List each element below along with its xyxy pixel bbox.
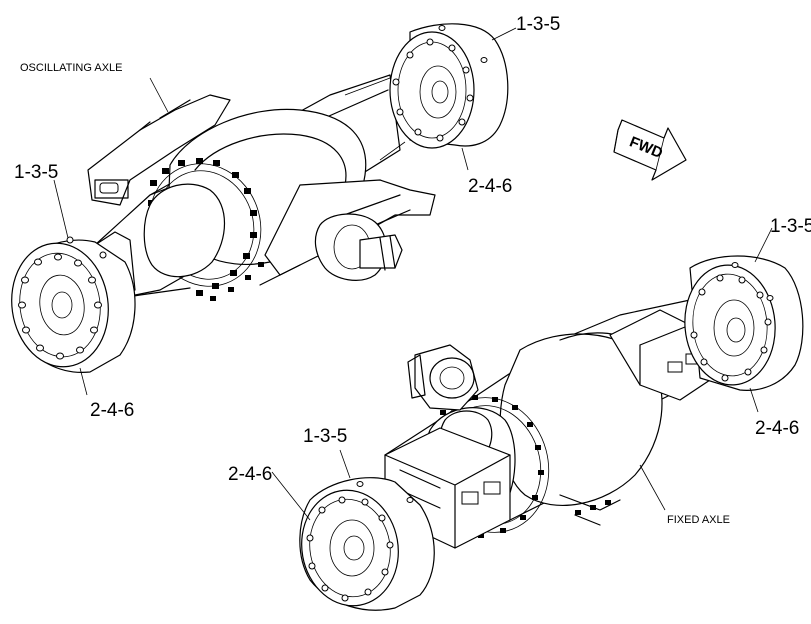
ref-label-135-right: 1-3-5 [770,216,811,237]
ref-label-135-left: 1-3-5 [14,162,58,183]
fixed-axle-label: FIXED AXLE [667,514,730,526]
ref-label-135-bottom: 1-3-5 [303,426,347,447]
fixed-axle [384,299,711,549]
labels: OSCILLATING AXLE FIXED AXLE 1-3-5 2-4-6 … [14,14,811,526]
ref-label-246-left: 2-4-6 [90,400,134,421]
fwd-arrow-icon: FWD [613,119,687,181]
hub-oscillating-left [11,236,136,373]
hub-fixed-right [684,255,804,391]
ref-label-246-bottom: 2-4-6 [228,464,272,485]
oscillating-axle-label: OSCILLATING AXLE [20,62,123,74]
ref-label-246-top-right: 2-4-6 [468,176,512,197]
oscillating-axle [87,74,436,303]
hub-oscillating-right [389,23,509,149]
hub-fixed-left [299,477,435,611]
ref-label-135-top-right: 1-3-5 [516,14,560,35]
leader-lines [53,27,773,521]
ref-label-246-right: 2-4-6 [755,418,799,439]
